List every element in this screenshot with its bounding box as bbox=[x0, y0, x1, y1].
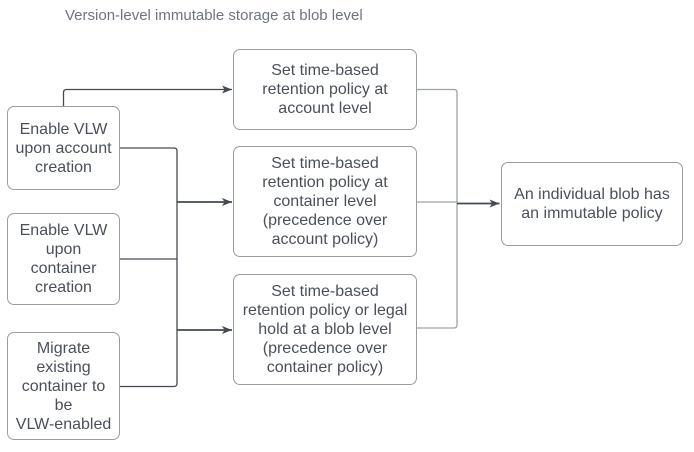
diagram-title: Version-level immutable storage at blob … bbox=[65, 7, 363, 24]
node-retention-policy-blob[interactable]: Set time-based retention policy or legal… bbox=[233, 274, 417, 385]
node-label: Set time-based retention policy at accou… bbox=[262, 62, 388, 117]
edges-arrows bbox=[177, 198, 500, 334]
node-retention-policy-account[interactable]: Set time-based retention policy at accou… bbox=[233, 49, 417, 130]
node-blob-immutable-policy[interactable]: An individual blob has an immutable poli… bbox=[501, 162, 683, 246]
node-enable-vlw-container[interactable]: Enable VLW upon container creation bbox=[7, 213, 120, 305]
edge-left-trunk bbox=[120, 147, 178, 388]
node-enable-vlw-account[interactable]: Enable VLW upon account creation bbox=[7, 106, 120, 190]
node-label: Enable VLW upon account creation bbox=[15, 120, 112, 176]
edges-light bbox=[417, 88, 458, 329]
node-label: Set time-based retention policy at conta… bbox=[262, 155, 388, 248]
node-migrate-existing-container[interactable]: Migrate existing container to be VLW-ena… bbox=[7, 332, 120, 440]
node-retention-policy-container[interactable]: Set time-based retention policy at conta… bbox=[233, 146, 417, 257]
node-label: Migrate existing container to be VLW-ena… bbox=[15, 339, 112, 433]
edge-right-trunk bbox=[417, 88, 458, 329]
edge-account-to-retention-account bbox=[62, 85, 232, 106]
node-label: Enable VLW upon container creation bbox=[19, 222, 108, 296]
node-label: An individual blob has an immutable poli… bbox=[514, 186, 670, 222]
edges-dark bbox=[62, 85, 232, 388]
node-label: Set time-based retention policy or legal… bbox=[242, 283, 408, 376]
